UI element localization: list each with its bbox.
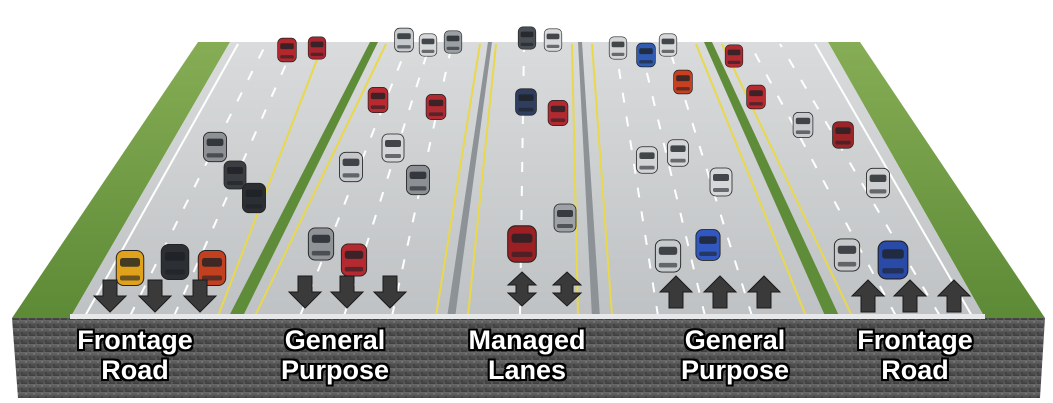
- arrow-up-icon: [936, 279, 972, 313]
- car: [746, 84, 766, 110]
- label-general-purpose-right: General Purpose: [660, 325, 810, 385]
- car: [340, 243, 368, 277]
- arrow-down-icon: [92, 279, 128, 313]
- direction-arrows: [92, 271, 972, 313]
- lane-stripe: [467, 43, 497, 317]
- label-line: General: [284, 325, 386, 355]
- car: [636, 42, 656, 68]
- car: [367, 87, 389, 113]
- vehicles: [115, 26, 909, 286]
- lane-stripe: [571, 43, 579, 317]
- two-way-arrow-icon: [551, 271, 583, 307]
- car: [553, 203, 577, 233]
- car: [515, 88, 537, 116]
- car: [223, 160, 247, 190]
- arrow-up-icon: [746, 275, 782, 309]
- car: [339, 151, 363, 183]
- label-line: Frontage: [857, 325, 973, 355]
- road-pavement: [70, 42, 985, 318]
- car: [658, 33, 678, 57]
- lane-stripe: [814, 43, 973, 317]
- car: [160, 244, 190, 280]
- car: [792, 112, 814, 138]
- lane-stripe: [84, 43, 239, 317]
- barrier-right: [578, 42, 600, 318]
- car: [381, 133, 405, 163]
- car: [832, 121, 854, 149]
- car: [394, 27, 414, 53]
- car: [242, 182, 266, 214]
- car: [547, 100, 569, 126]
- barrier-left: [447, 42, 492, 318]
- lane-stripe: [695, 43, 807, 317]
- car: [307, 227, 335, 261]
- car: [203, 131, 227, 163]
- label-general-purpose-left: General Purpose: [260, 325, 410, 385]
- median-grass-right: [704, 42, 840, 318]
- car: [667, 139, 689, 167]
- car: [115, 250, 145, 286]
- car: [636, 146, 658, 174]
- label-line: Managed: [468, 325, 586, 355]
- car: [673, 69, 693, 95]
- two-way-arrow-icon: [506, 271, 538, 307]
- car: [543, 28, 563, 52]
- car: [866, 167, 890, 199]
- label-line: Purpose: [680, 355, 790, 385]
- lane-stripe: [217, 43, 324, 317]
- arrow-up-icon: [702, 275, 738, 309]
- arrow-up-icon: [658, 275, 694, 309]
- label-line: General: [684, 325, 786, 355]
- lane-stripes: [84, 43, 973, 317]
- car: [277, 37, 297, 63]
- label-line: Frontage: [77, 325, 193, 355]
- lane-stripe: [591, 43, 613, 317]
- lane-stripe: [749, 43, 897, 317]
- arrow-down-icon: [137, 279, 173, 313]
- pavement-front-edge: [70, 314, 985, 319]
- median-grass-left: [228, 42, 378, 318]
- lane-stripe: [129, 43, 267, 317]
- arrow-down-icon: [287, 275, 323, 309]
- lane-stripe: [254, 43, 387, 317]
- car: [507, 225, 537, 263]
- label-frontage-road-right: Frontage Road: [840, 325, 990, 385]
- arrow-down-icon: [372, 275, 408, 309]
- car: [695, 229, 721, 261]
- grass-verge-left: [12, 42, 230, 318]
- soil-cross-section: [12, 318, 1045, 398]
- car: [197, 250, 227, 286]
- lane-stripe: [721, 43, 853, 317]
- car: [709, 167, 733, 197]
- lane-stripe: [435, 43, 481, 317]
- car: [307, 36, 327, 60]
- label-line: Road: [881, 355, 949, 385]
- lane-stripe: [779, 43, 941, 317]
- car: [425, 94, 447, 120]
- car: [724, 44, 744, 68]
- arrow-up-icon: [892, 279, 928, 313]
- car: [654, 239, 682, 273]
- arrow-down-icon: [329, 275, 365, 309]
- label-line: Lanes: [487, 355, 567, 385]
- car: [418, 33, 438, 57]
- car: [517, 26, 537, 50]
- car: [608, 36, 628, 60]
- label-frontage-road-left: Frontage Road: [60, 325, 210, 385]
- label-managed-lanes: Managed Lanes: [452, 325, 602, 385]
- label-line: Purpose: [280, 355, 390, 385]
- car: [833, 238, 861, 272]
- car: [443, 30, 463, 54]
- car: [877, 240, 909, 280]
- arrow-up-icon: [850, 279, 886, 313]
- grass-verge-right: [828, 42, 1045, 318]
- arrow-down-icon: [182, 279, 218, 313]
- car: [406, 164, 430, 196]
- label-line: Road: [101, 355, 169, 385]
